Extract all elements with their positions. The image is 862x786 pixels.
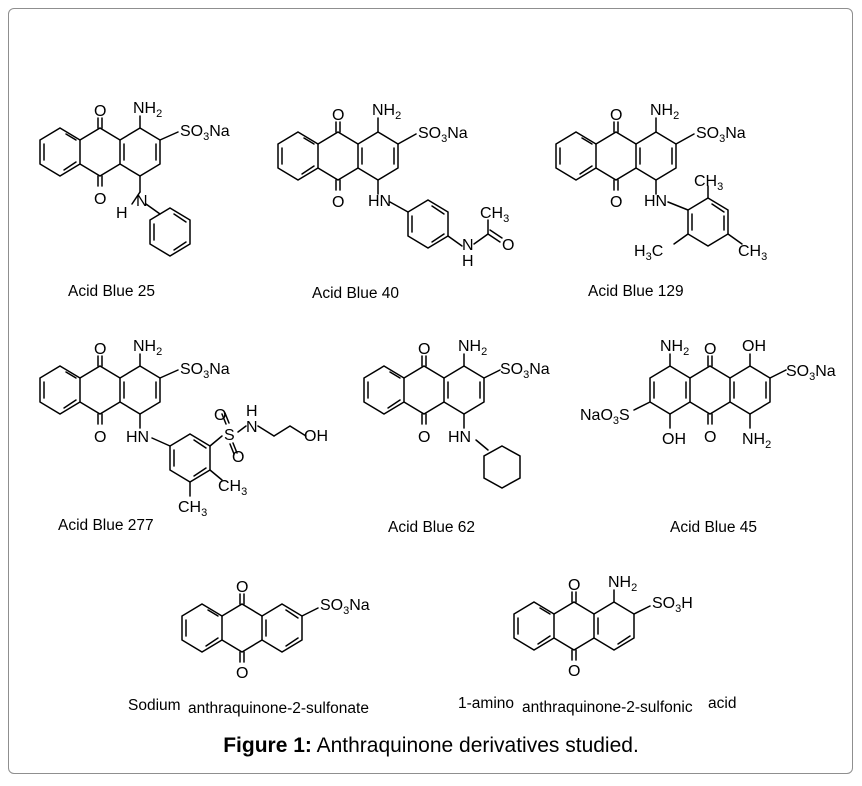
- atom-o: O: [418, 429, 430, 446]
- atom-nh2: NH2: [133, 100, 162, 120]
- atom-nh2: NH2: [458, 338, 487, 358]
- atom-o: O: [236, 665, 248, 682]
- figure-frame: [8, 8, 853, 774]
- compound-name: acid: [708, 695, 736, 712]
- caption-text: Anthraquinone derivatives studied.: [316, 734, 639, 757]
- atom-o: O: [418, 341, 430, 358]
- compound-sodium-anthraquinone-2-sulfonate: O O SO3Na Sodium anthraquinone-2-sulfona…: [128, 579, 370, 717]
- compound-name: Acid Blue 40: [312, 285, 399, 302]
- atom-hn: HN: [368, 193, 391, 210]
- atom-o: O: [704, 341, 716, 358]
- atom-h: H: [116, 205, 128, 222]
- atom-ch3: CH3: [738, 243, 767, 263]
- atom-o: O: [704, 429, 716, 446]
- atom-so3na: SO3Na: [696, 125, 746, 145]
- compound-name: 1-amino: [458, 695, 514, 712]
- compound-name: Acid Blue 129: [588, 283, 684, 300]
- compound-1-amino-anthraquinone-2-sulfonic-acid: O O NH2 SO3H 1-amino anthraquinone-2-sul…: [458, 574, 736, 716]
- atom-o: O: [94, 103, 106, 120]
- atom-o: O: [332, 194, 344, 211]
- atom-s: S: [224, 427, 235, 444]
- atom-n: N: [246, 419, 258, 436]
- atom-nh2: NH2: [650, 102, 679, 122]
- atom-o: O: [236, 579, 248, 596]
- atom-o: O: [568, 577, 580, 594]
- atom-so3na: SO3Na: [786, 363, 836, 383]
- compound-acid-blue-129: O O NH2 SO3Na HN CH3 H3C CH3 Acid Blue 1…: [555, 102, 767, 300]
- atom-hn: HN: [644, 193, 667, 210]
- atom-o: O: [502, 237, 514, 254]
- atom-o: O: [94, 429, 106, 446]
- atom-o: O: [610, 194, 622, 211]
- atom-n: N: [136, 193, 148, 210]
- caption-label: Figure 1:: [223, 734, 312, 757]
- atom-nao3s: NaO3S: [580, 407, 630, 427]
- compound-name: Acid Blue 25: [68, 283, 155, 300]
- atom-so3na: SO3Na: [180, 123, 230, 143]
- atom-so3na: SO3Na: [180, 361, 230, 381]
- compound-acid-blue-45: NH2 O OH SO3Na NaO3S OH O NH2 Acid Blue …: [580, 338, 836, 536]
- atom-oh: OH: [742, 338, 766, 355]
- atom-n: N: [462, 237, 474, 254]
- atom-ch3: CH3: [178, 499, 207, 519]
- atom-oh: OH: [662, 431, 686, 448]
- atom-so3h: SO3H: [652, 595, 693, 615]
- figure-caption: Figure 1: Anthraquinone derivatives stud…: [0, 734, 862, 758]
- atom-o: O: [214, 407, 226, 424]
- atom-o: O: [94, 191, 106, 208]
- compound-acid-blue-40: O O NH2 SO3Na HN CH3 N H O Acid Blue 40: [277, 102, 514, 302]
- atom-nh2: NH2: [133, 338, 162, 358]
- atom-o: O: [232, 449, 244, 466]
- atom-h: H: [246, 403, 258, 420]
- atom-h3c: H3C: [634, 243, 663, 263]
- compound-name: anthraquinone-2-sulfonate: [188, 700, 369, 717]
- atom-nh2: NH2: [372, 102, 401, 122]
- compound-name: Acid Blue 277: [58, 517, 154, 534]
- atom-h: H: [462, 253, 474, 270]
- atom-o: O: [568, 663, 580, 680]
- atom-nh2: NH2: [742, 431, 771, 451]
- atom-nh2: NH2: [660, 338, 689, 358]
- atom-so3na: SO3Na: [418, 125, 468, 145]
- atom-ch3: CH3: [218, 478, 247, 498]
- atom-o: O: [332, 107, 344, 124]
- compound-name: Sodium: [128, 697, 181, 714]
- compound-acid-blue-62: O O NH2 SO3Na HN Acid Blue 62: [363, 338, 550, 536]
- atom-ch3: CH3: [480, 205, 509, 225]
- atom-ch3: CH3: [694, 173, 723, 193]
- compound-name: Acid Blue 62: [388, 519, 475, 536]
- compound-name: anthraquinone-2-sulfonic: [522, 699, 693, 716]
- atom-so3na: SO3Na: [320, 597, 370, 617]
- atom-oh: OH: [304, 428, 328, 445]
- atom-nh2: NH2: [608, 574, 637, 594]
- atom-so3na: SO3Na: [500, 361, 550, 381]
- compound-acid-blue-25: O O NH2 SO3Na H N Acid Blue 25: [39, 100, 230, 300]
- atom-o: O: [94, 341, 106, 358]
- compound-acid-blue-277: O O NH2 SO3Na HN O S O H N OH CH3 CH3 Ac…: [39, 338, 328, 534]
- atom-hn: HN: [448, 429, 471, 446]
- atom-o: O: [610, 107, 622, 124]
- atom-hn: HN: [126, 429, 149, 446]
- compound-name: Acid Blue 45: [670, 519, 757, 536]
